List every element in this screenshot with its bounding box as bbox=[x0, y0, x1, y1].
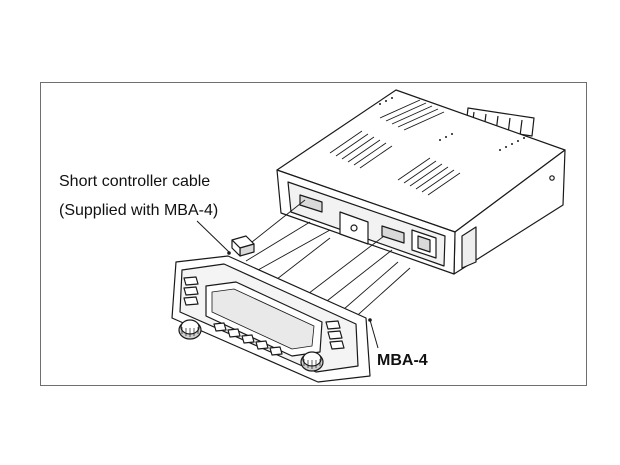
bracket-leader-dot bbox=[368, 318, 372, 322]
bracket-label: MBA-4 bbox=[377, 352, 428, 369]
cable-label-line2: (Supplied with MBA-4) bbox=[59, 202, 219, 219]
cable-leader-dot bbox=[227, 251, 231, 255]
cable-label-line1: Short controller cable bbox=[59, 173, 211, 190]
callout-leaders bbox=[196, 220, 379, 349]
radio-main-unit-icon bbox=[276, 89, 566, 275]
front-controller-panel-icon bbox=[171, 255, 371, 383]
cable-connector-icon bbox=[231, 235, 255, 257]
illustration-frame bbox=[40, 82, 587, 386]
